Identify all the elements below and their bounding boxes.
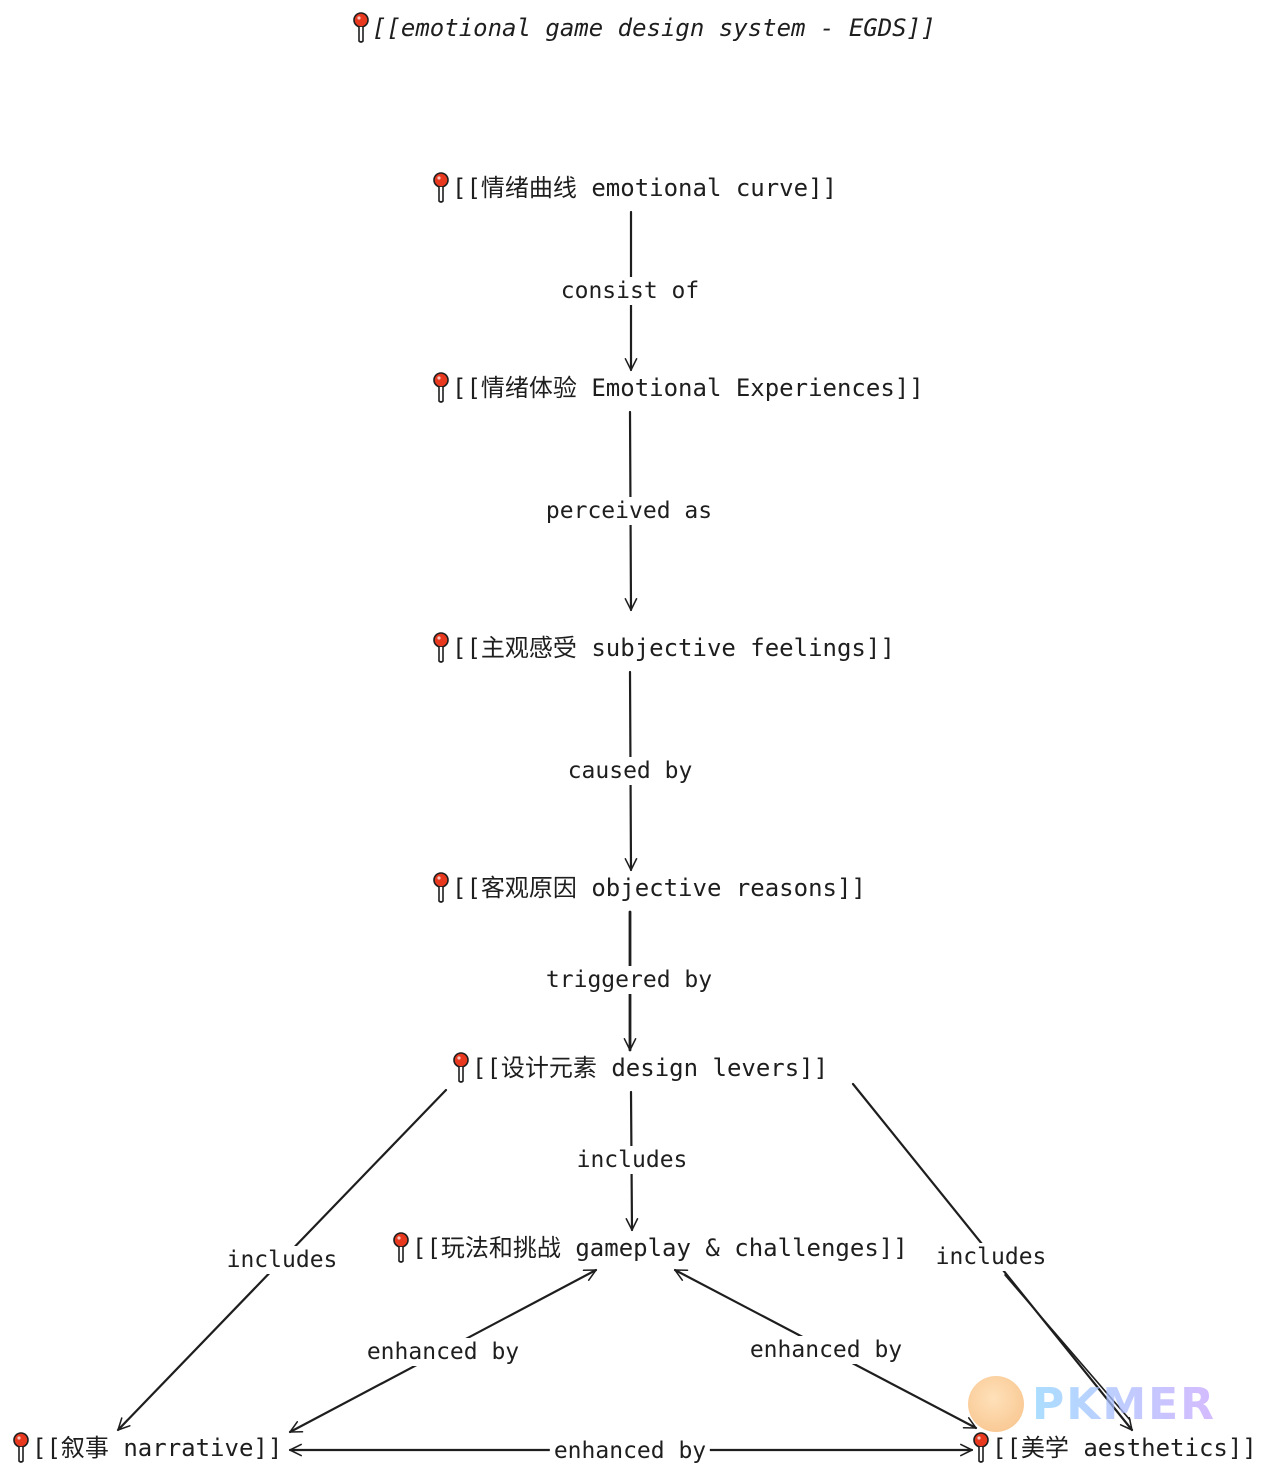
pkmer-watermark: PKMER <box>968 1376 1216 1432</box>
edge-label-includes-right: includes <box>931 1243 1051 1271</box>
edge-label-caused-by: caused by <box>563 757 697 785</box>
node-egds-label[interactable]: [[emotional game design system - EGDS]] <box>372 14 936 42</box>
node-emotional-curve[interactable]: [[情绪曲线 emotional curve]] <box>432 172 837 204</box>
edge-label-includes-center: includes <box>572 1146 692 1174</box>
pushpin-icon <box>432 872 450 904</box>
pushpin-icon <box>972 1432 990 1464</box>
edge-levers-aesthetics-2 <box>1004 1274 1131 1421</box>
node-objective-reasons-label[interactable]: [[客观原因 objective reasons]] <box>452 874 866 902</box>
edge-label-triggered-by: triggered by <box>541 966 717 994</box>
pushpin-icon <box>452 1052 470 1084</box>
node-aesthetics[interactable]: [[美学 aesthetics]] <box>972 1432 1257 1464</box>
node-emotional-experiences[interactable]: [[情绪体验 Emotional Experiences]] <box>432 372 924 404</box>
pushpin-icon <box>432 632 450 664</box>
edge-label-perceived-as: perceived as <box>541 497 717 525</box>
node-emotional-curve-label[interactable]: [[情绪曲线 emotional curve]] <box>452 174 837 202</box>
node-egds[interactable]: [[emotional game design system - EGDS]] <box>352 12 936 44</box>
edge-label-enhanced-bottom: enhanced by <box>549 1437 711 1465</box>
node-narrative[interactable]: [[叙事 narrative]] <box>12 1432 282 1464</box>
edge-label-consist-of: consist of <box>556 277 704 305</box>
pkmer-logo-icon <box>968 1376 1024 1432</box>
pushpin-icon <box>432 172 450 204</box>
pushpin-icon <box>12 1432 30 1464</box>
pushpin-icon <box>392 1232 410 1264</box>
node-objective-reasons[interactable]: [[客观原因 objective reasons]] <box>432 872 866 904</box>
edge-label-enhanced-right: enhanced by <box>745 1336 907 1364</box>
edge-label-includes-left: includes <box>222 1246 342 1274</box>
pushpin-icon <box>432 372 450 404</box>
node-subjective-feelings[interactable]: [[主观感受 subjective feelings]] <box>432 632 895 664</box>
watermark-text: PKMER <box>1032 1378 1217 1430</box>
edge-label-enhanced-left: enhanced by <box>362 1338 524 1366</box>
node-gameplay-challenges-label[interactable]: [[玩法和挑战 gameplay & challenges]] <box>412 1234 908 1262</box>
node-subjective-feelings-label[interactable]: [[主观感受 subjective feelings]] <box>452 634 895 662</box>
pushpin-icon <box>352 12 370 44</box>
node-aesthetics-label[interactable]: [[美学 aesthetics]] <box>992 1434 1257 1462</box>
node-design-levers-label[interactable]: [[设计元素 design levers]] <box>472 1054 829 1082</box>
node-gameplay-challenges[interactable]: [[玩法和挑战 gameplay & challenges]] <box>392 1232 908 1264</box>
node-emotional-experiences-label[interactable]: [[情绪体验 Emotional Experiences]] <box>452 374 924 402</box>
node-narrative-label[interactable]: [[叙事 narrative]] <box>32 1434 283 1462</box>
node-design-levers[interactable]: [[设计元素 design levers]] <box>452 1052 828 1084</box>
